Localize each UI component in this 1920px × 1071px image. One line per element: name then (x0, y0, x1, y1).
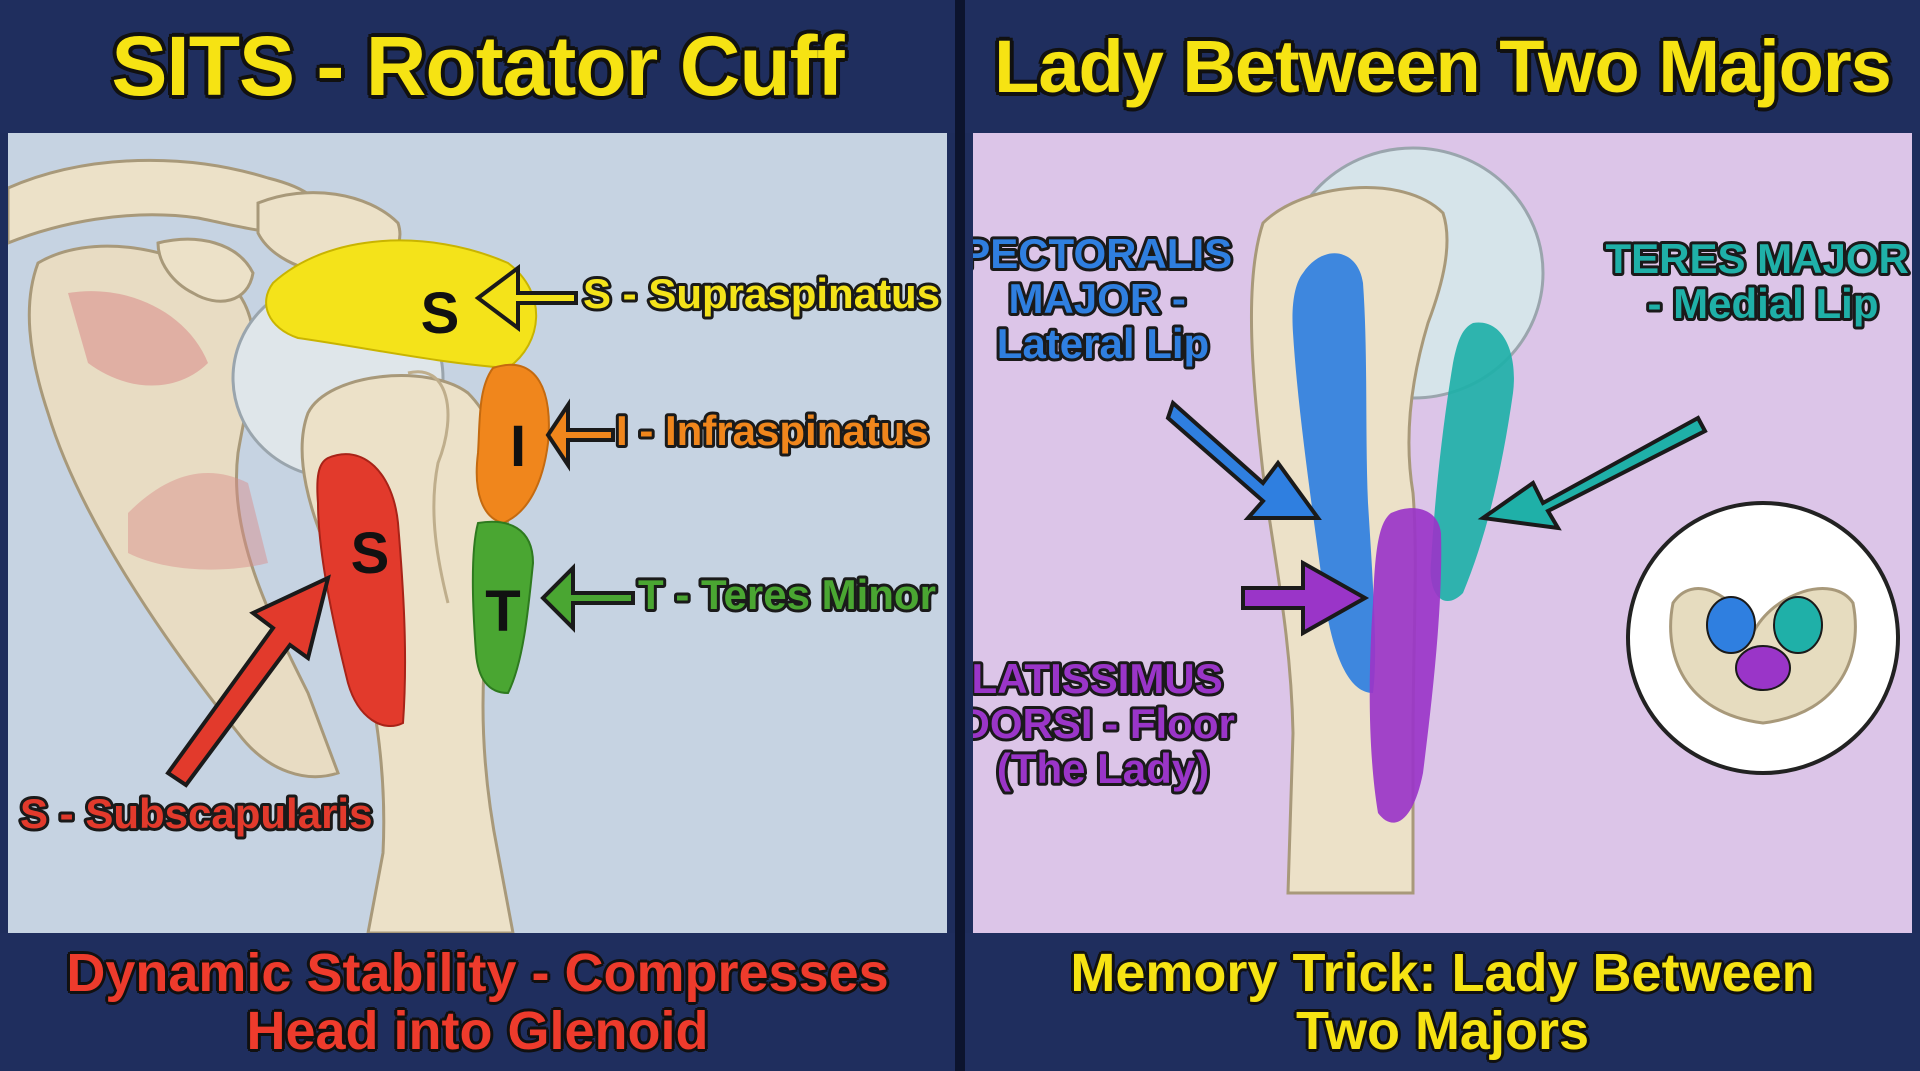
infraspinatus-arrow-icon (545, 398, 615, 472)
right-title-bar: Lady Between Two Majors (965, 0, 1920, 133)
letter-t: T (485, 579, 520, 644)
teres-major-label-line-2: - Medial Lip (1648, 280, 1879, 327)
left-title: SITS - Rotator Cuff (111, 19, 844, 113)
supraspinatus-label: S - Supraspinatus (583, 270, 940, 317)
latissimus-label-line-1: LATISSIMUS (973, 655, 1223, 702)
latissimus-dorsi-muscle (1369, 508, 1442, 823)
right-footer-line-1: Memory Trick: Lady Between (1070, 943, 1815, 1003)
muscle-shading-lower (128, 473, 268, 570)
coracoid (156, 237, 255, 303)
teres-minor-arrow-icon (540, 563, 635, 633)
humerus-illustration: PECTORALIS MAJOR - Lateral Lip TERES MAJ… (957, 133, 1912, 933)
left-footer-line-1: Dynamic Stability - Compresses (66, 943, 889, 1003)
teres-major-label-line-1: TERES MAJOR (1605, 235, 1908, 282)
left-footer: Dynamic Stability - Compresses Head into… (0, 933, 955, 1071)
latissimus-label: LATISSIMUS DORSI - Floor (The Lady) (973, 655, 1247, 792)
teres-minor-muscle (471, 520, 535, 695)
teres-major-arrow-icon (1477, 415, 1708, 531)
right-footer: Memory Trick: Lady Between Two Majors (965, 933, 1920, 1071)
left-footer-line-2: Head into Glenoid (246, 1001, 709, 1061)
pectoralis-label-line-2: MAJOR - (1008, 275, 1185, 322)
subscapularis-label: S - Subscapularis (20, 790, 372, 837)
teres-major-label: TERES MAJOR - Medial Lip (1605, 235, 1912, 327)
bicipital-groove-panel: Lady Between Two Majors (957, 0, 1920, 1071)
shoulder-illustration: S I T S S - Supraspinatus I - Infraspina… (6, 133, 947, 935)
shoulder-diagram: S I T S S - Supraspinatus I - Infraspina… (6, 158, 943, 935)
infraspinatus-muscle (475, 363, 550, 525)
humerus-diagram: PECTORALIS MAJOR - Lateral Lip TERES MAJ… (957, 146, 1912, 895)
teres-major-muscle (1430, 322, 1514, 602)
letter-i: I (510, 414, 526, 479)
subscapularis-arrow-icon (165, 574, 331, 788)
subscapularis-muscle (316, 453, 407, 728)
left-title-bar: SITS - Rotator Cuff (0, 0, 955, 133)
letter-s-subscapularis: S (351, 521, 390, 586)
pectoralis-label: PECTORALIS MAJOR - Lateral Lip (973, 230, 1244, 367)
latissimus-label-line-3: (The Lady) (997, 745, 1209, 792)
pectoralis-major-muscle (1292, 253, 1376, 693)
muscle-shading (68, 291, 208, 386)
infraspinatus-label: I - Infraspinatus (616, 407, 929, 454)
latissimus-label-line-2: DORSI - Floor (973, 700, 1235, 747)
pectoralis-label-line-1: PECTORALIS (973, 230, 1232, 277)
letter-s-supraspinatus: S (421, 281, 460, 346)
supraspinatus-arrow-icon (474, 264, 578, 332)
right-footer-line-2: Two Majors (1295, 1001, 1590, 1061)
cross-section-icon (1626, 501, 1900, 775)
rotator-cuff-panel: SITS - Rotator Cuff (0, 0, 955, 1071)
supraspinatus-muscle (265, 239, 538, 370)
pectoralis-arrow-icon (1165, 399, 1322, 520)
panel-divider (955, 0, 965, 1071)
right-title: Lady Between Two Majors (994, 25, 1892, 108)
pectoralis-label-line-3: Lateral Lip (997, 320, 1209, 367)
latissimus-arrow-icon (1241, 559, 1370, 637)
bone-contour (407, 370, 450, 604)
teres-minor-label: T - Teres Minor (638, 571, 936, 618)
